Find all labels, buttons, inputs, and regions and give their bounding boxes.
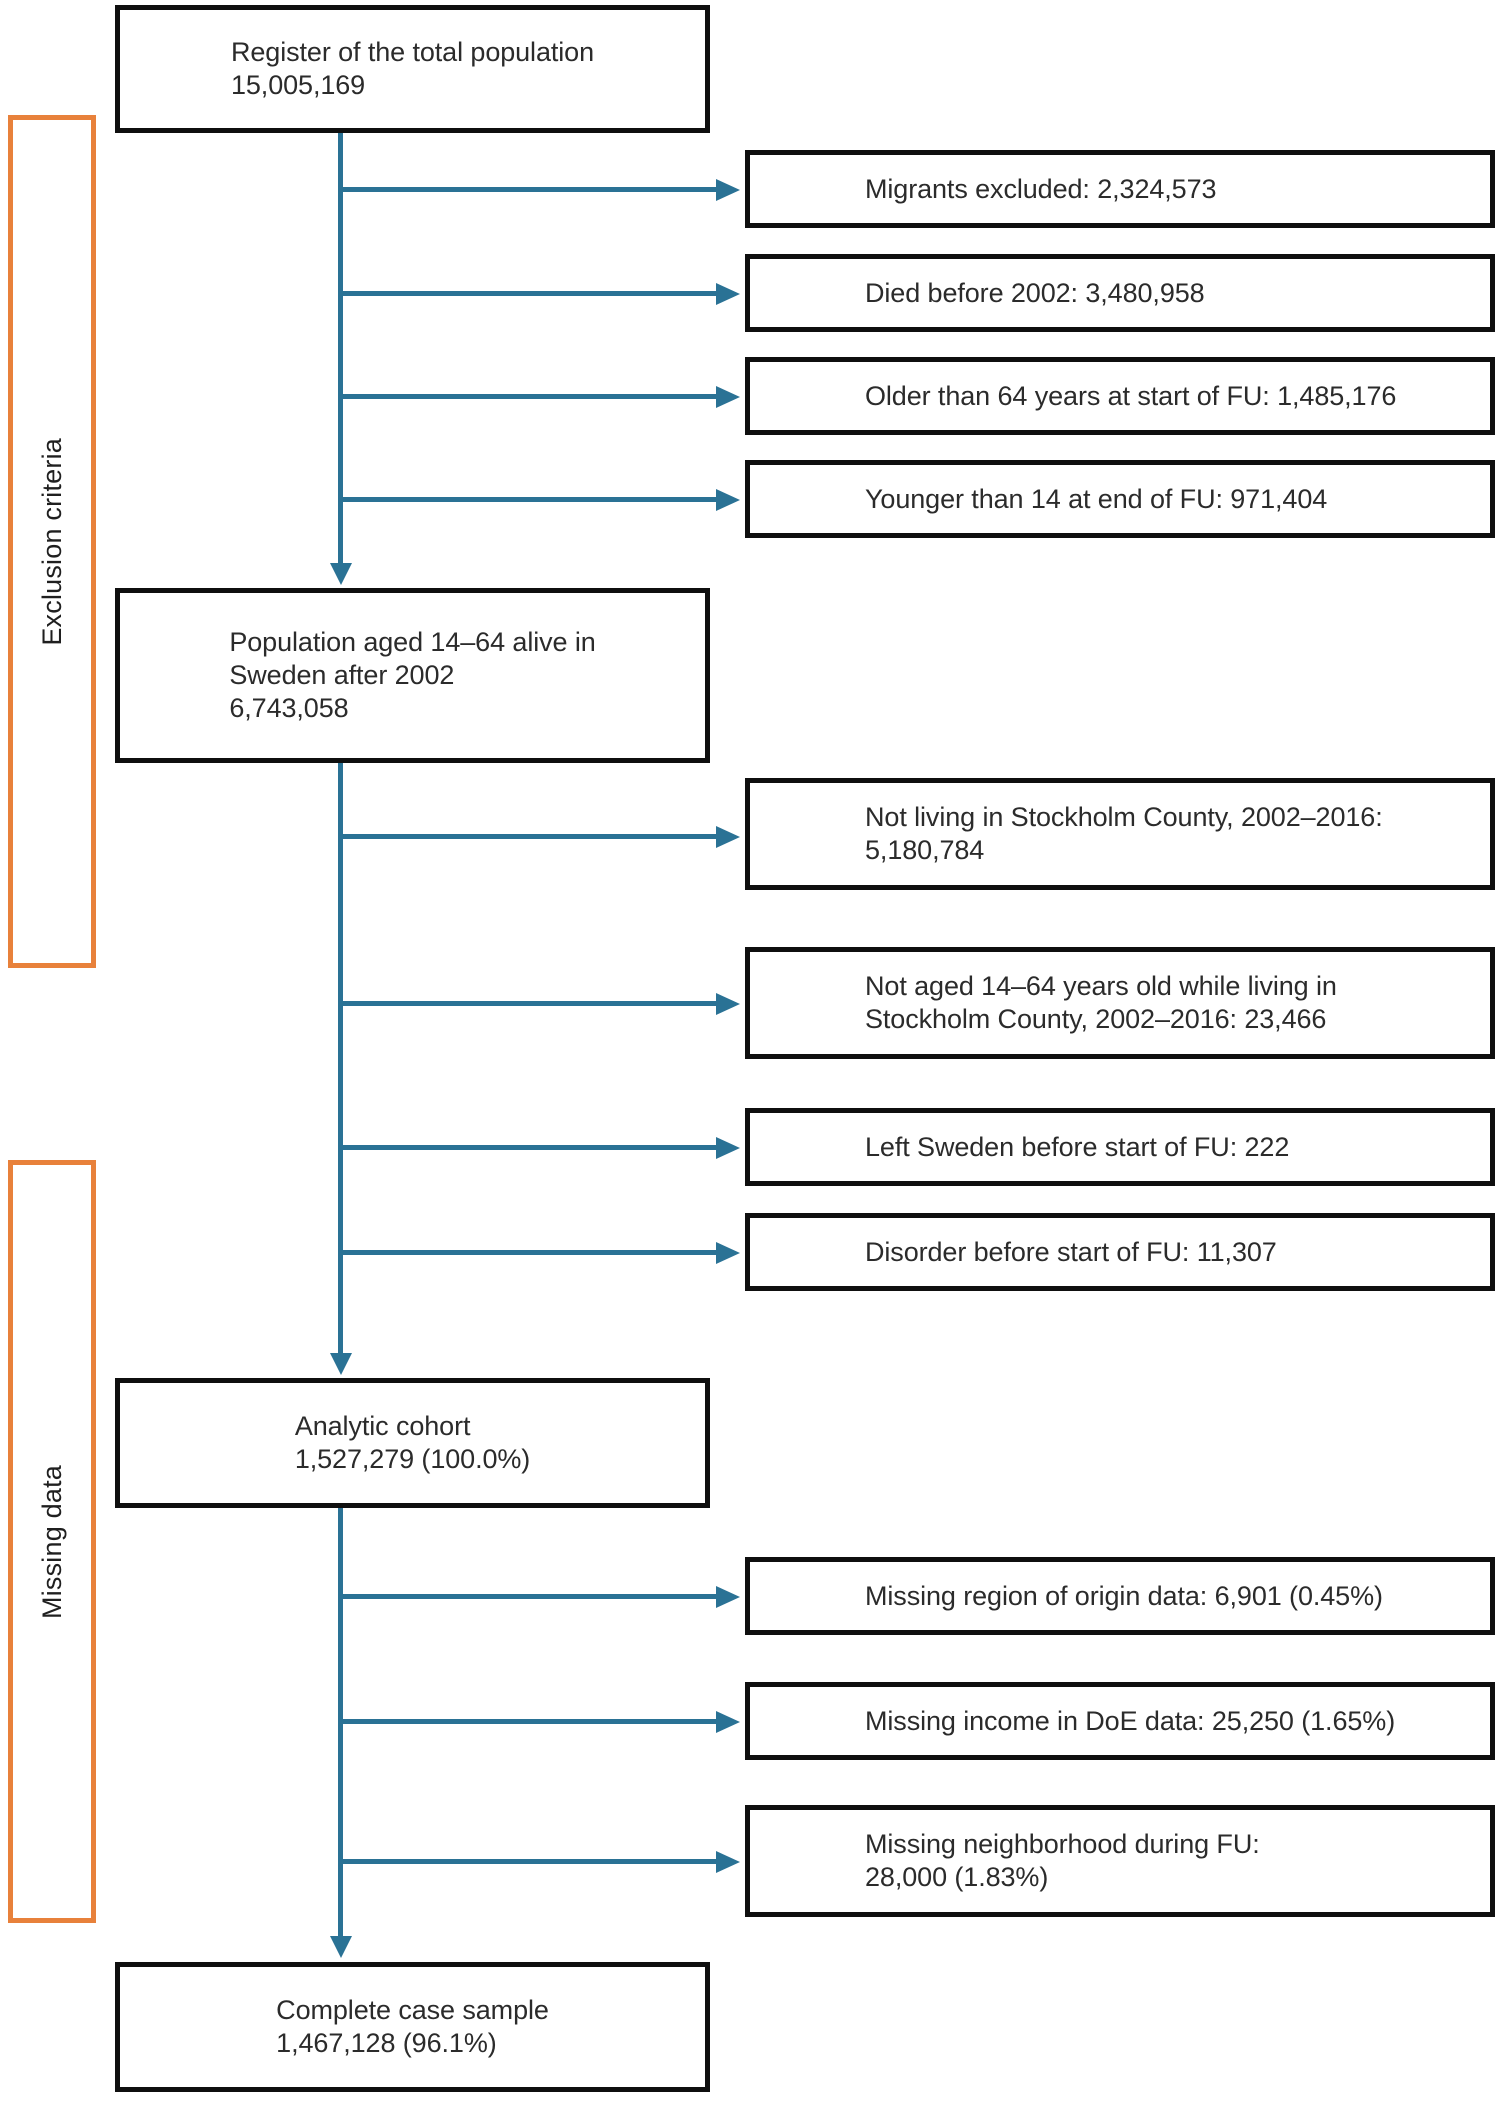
- branch-arrow-not-aged: [340, 1001, 718, 1006]
- population-box: Population aged 14–64 alive in Sweden af…: [115, 588, 710, 763]
- missing-data-label: Missing data: [36, 1464, 67, 1619]
- population-line2: Sweden after 2002: [229, 660, 455, 690]
- older-line1: Older than 64 years at start of FU: 1,48…: [865, 380, 1397, 411]
- arrow-right-icon: [716, 1242, 740, 1264]
- arrow-stem-middle: [338, 763, 343, 1355]
- branch-arrow-not-living: [340, 834, 718, 839]
- arrow-down-icon: [330, 1353, 352, 1375]
- branch-arrow-younger: [340, 497, 718, 502]
- branch-arrow-migrants: [340, 187, 718, 192]
- register-line2: 15,005,169: [230, 70, 366, 100]
- left-sweden-box: Left Sweden before start of FU: 222: [745, 1108, 1495, 1186]
- complete-line1: Complete case sample: [276, 1995, 549, 2025]
- exclusion-criteria-sidebox: Exclusion criteria: [8, 115, 96, 968]
- complete-line2: 1,467,128 (96.1%): [276, 2028, 497, 2058]
- died-line1: Died before 2002: 3,480,958: [865, 277, 1205, 308]
- branch-arrow-left-sweden: [340, 1145, 718, 1150]
- missing-income-box: Missing income in DoE data: 25,250 (1.65…: [745, 1682, 1495, 1760]
- branch-arrow-missing-neighborhood: [340, 1859, 718, 1864]
- migrants-excluded-box: Migrants excluded: 2,324,573: [745, 150, 1495, 228]
- branch-arrow-died: [340, 291, 718, 296]
- arrow-right-icon: [716, 179, 740, 201]
- missing-region-line1: Missing region of origin data: 6,901 (0.…: [865, 1580, 1383, 1611]
- exclusion-criteria-label: Exclusion criteria: [36, 437, 67, 646]
- missing-region-box: Missing region of origin data: 6,901 (0.…: [745, 1557, 1495, 1635]
- arrow-down-icon: [330, 563, 352, 585]
- disorder-line1: Disorder before start of FU: 11,307: [865, 1236, 1277, 1267]
- missing-neighborhood-line2: 28,000 (1.83%): [865, 1862, 1049, 1892]
- analytic-line2: 1,527,279 (100.0%): [294, 1444, 531, 1474]
- analytic-cohort-box: Analytic cohort 1,527,279 (100.0%): [115, 1378, 710, 1508]
- not-living-stockholm-box: Not living in Stockholm County, 2002–201…: [745, 778, 1495, 890]
- branch-arrow-older: [340, 394, 718, 399]
- arrow-right-icon: [716, 1851, 740, 1873]
- arrow-right-icon: [716, 993, 740, 1015]
- not-living-line2: 5,180,784: [865, 835, 985, 865]
- not-aged-line1: Not aged 14–64 years old while living in: [865, 971, 1337, 1001]
- missing-income-line1: Missing income in DoE data: 25,250 (1.65…: [865, 1705, 1396, 1736]
- arrow-right-icon: [716, 283, 740, 305]
- older-than-64-box: Older than 64 years at start of FU: 1,48…: [745, 357, 1495, 435]
- disorder-box: Disorder before start of FU: 11,307: [745, 1213, 1495, 1291]
- register-box: Register of the total population 15,005,…: [115, 5, 710, 133]
- complete-case-box: Complete case sample 1,467,128 (96.1%): [115, 1962, 710, 2092]
- not-aged-line2: Stockholm County, 2002–2016: 23,466: [865, 1004, 1327, 1034]
- missing-neighborhood-box: Missing neighborhood during FU: 28,000 (…: [745, 1805, 1495, 1917]
- not-aged-box: Not aged 14–64 years old while living in…: [745, 947, 1495, 1059]
- arrow-right-icon: [716, 1137, 740, 1159]
- migrants-line1: Migrants excluded: 2,324,573: [865, 173, 1217, 204]
- missing-neighborhood-line1: Missing neighborhood during FU:: [865, 1829, 1260, 1859]
- died-before-2002-box: Died before 2002: 3,480,958: [745, 254, 1495, 332]
- not-living-line1: Not living in Stockholm County, 2002–201…: [865, 802, 1383, 832]
- left-sweden-line1: Left Sweden before start of FU: 222: [865, 1131, 1290, 1162]
- arrow-down-icon: [330, 1936, 352, 1958]
- branch-arrow-missing-income: [340, 1719, 718, 1724]
- arrow-right-icon: [716, 1586, 740, 1608]
- younger-than-14-box: Younger than 14 at end of FU: 971,404: [745, 460, 1495, 538]
- arrow-right-icon: [716, 1711, 740, 1733]
- analytic-line1: Analytic cohort: [294, 1411, 471, 1441]
- arrow-right-icon: [716, 489, 740, 511]
- population-line1: Population aged 14–64 alive in: [229, 627, 596, 657]
- arrow-stem-top: [338, 133, 343, 565]
- younger-line1: Younger than 14 at end of FU: 971,404: [865, 483, 1328, 514]
- branch-arrow-missing-region: [340, 1594, 718, 1599]
- branch-arrow-disorder: [340, 1250, 718, 1255]
- arrow-right-icon: [716, 826, 740, 848]
- arrow-right-icon: [716, 386, 740, 408]
- register-line1: Register of the total population: [230, 37, 595, 67]
- missing-data-sidebox: Missing data: [8, 1160, 96, 1923]
- population-line3: 6,743,058: [229, 693, 349, 723]
